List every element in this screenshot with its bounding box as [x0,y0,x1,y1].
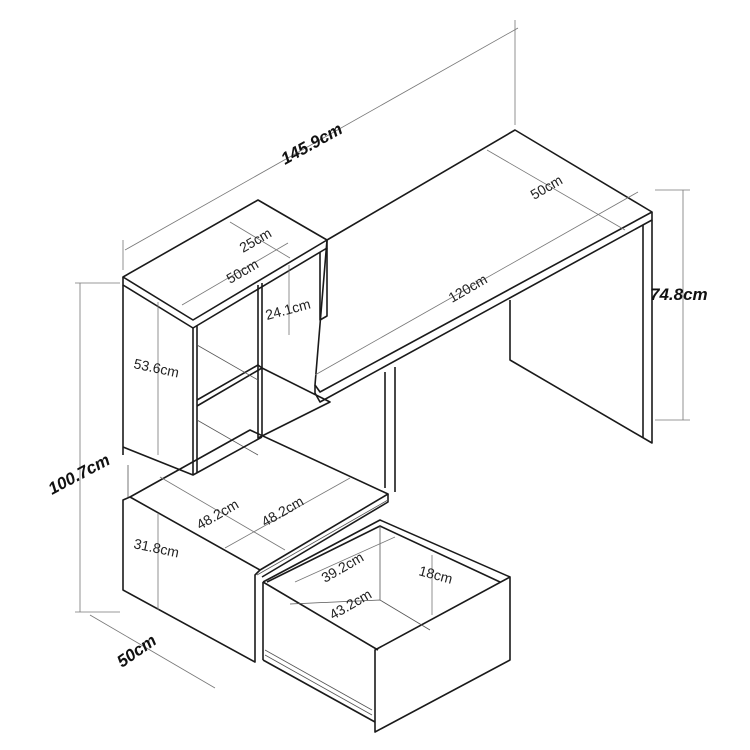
total-width-label: 145.9cm [278,119,346,168]
lower-cabinet [122,429,389,663]
cabinet-top-depth-label: 48.2cm [194,496,242,533]
desk-middle-leg [384,367,396,492]
cabinet-top-width-label: 48.2cm [259,493,307,530]
shelf-compartment-height-label: 24.1cm [264,296,312,323]
drawer-height-label: 18cm [417,562,454,586]
desk-right-leg [509,220,653,444]
shelf-unit [122,199,331,476]
desk-height-label: 74.8cm [650,285,708,304]
desk-top [314,129,653,403]
cabinet-height-label: 31.8cm [132,535,180,560]
drawer-depth-label: 43.2cm [327,586,375,623]
shelf-height-label: 53.6cm [132,355,180,380]
drawer [262,519,511,733]
desk-top-length-label: 120cm [446,271,490,306]
cabinet-depth-label: 50cm [113,631,160,672]
dimension-lines [75,20,690,689]
desk-depth-label: 50cm [528,172,566,203]
total-height-label: 100.7cm [45,450,113,498]
drawer-width-label: 39.2cm [319,549,367,586]
